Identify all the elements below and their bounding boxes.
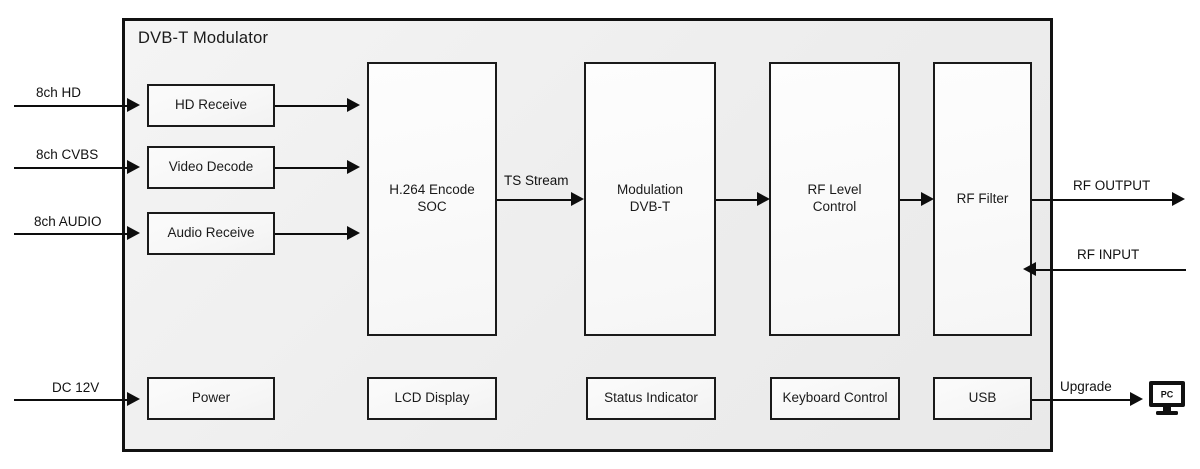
input-line-8ch-hd — [14, 105, 127, 107]
block-status-indicator[interactable]: Status Indicator — [586, 377, 716, 420]
block-rf-level-control[interactable]: RF Level Control — [769, 62, 900, 336]
pc-monitor-icon: PC — [1147, 380, 1187, 418]
link-arrow-usb-to-pc — [1130, 392, 1143, 406]
input-arrow-8ch-cvbs — [127, 160, 140, 174]
link-line-video-to-soc — [275, 167, 347, 169]
block-rf-filter[interactable]: RF Filter — [933, 62, 1032, 336]
input-label-8ch-audio: 8ch AUDIO — [34, 214, 102, 229]
block-hd-receive[interactable]: HD Receive — [147, 84, 275, 127]
output-label-rf-output: RF OUTPUT — [1073, 178, 1151, 193]
input-arrow-rf-input — [1023, 262, 1036, 276]
input-arrow-8ch-hd — [127, 98, 140, 112]
link-line-usb-to-pc — [1032, 399, 1130, 401]
output-label-rf-input: RF INPUT — [1077, 247, 1140, 262]
input-label-8ch-hd: 8ch HD — [36, 85, 82, 100]
input-line-rf-input — [1036, 269, 1186, 271]
link-arrow-soc-to-modulation — [571, 192, 584, 206]
chassis-title: DVB-T Modulator — [138, 29, 269, 47]
input-arrow-8ch-audio — [127, 226, 140, 240]
output-label-upgrade: Upgrade — [1060, 379, 1112, 394]
link-arrow-hd-to-soc — [347, 98, 360, 112]
output-arrow-rf-output — [1172, 192, 1185, 206]
link-line-modulation-to-rf-level — [716, 199, 757, 201]
output-line-rf-output — [1032, 199, 1172, 201]
block-keyboard-control[interactable]: Keyboard Control — [770, 377, 900, 420]
block-audio-receive[interactable]: Audio Receive — [147, 212, 275, 255]
block-video-decode[interactable]: Video Decode — [147, 146, 275, 189]
block-power[interactable]: Power — [147, 377, 275, 420]
input-line-8ch-cvbs — [14, 167, 127, 169]
link-arrow-modulation-to-rf-level — [757, 192, 770, 206]
signal-label-ts-stream: TS Stream — [504, 173, 569, 188]
link-arrow-rf-level-to-rf-filter — [921, 192, 934, 206]
input-arrow-dc-12v — [127, 392, 140, 406]
pc-icon-label: PC — [1161, 390, 1174, 400]
input-line-8ch-audio — [14, 233, 127, 235]
link-arrow-video-to-soc — [347, 160, 360, 174]
link-line-hd-to-soc — [275, 105, 347, 107]
link-arrow-audio-to-soc — [347, 226, 360, 240]
block-h264-encode-soc[interactable]: H.264 Encode SOC — [367, 62, 497, 336]
input-label-dc-12v: DC 12V — [52, 380, 100, 395]
input-line-dc-12v — [14, 399, 127, 401]
link-line-soc-to-modulation — [497, 199, 571, 201]
block-lcd-display[interactable]: LCD Display — [367, 377, 497, 420]
block-usb[interactable]: USB — [933, 377, 1032, 420]
input-label-8ch-cvbs: 8ch CVBS — [36, 147, 99, 162]
link-line-audio-to-soc — [275, 233, 347, 235]
block-modulation-dvbt[interactable]: Modulation DVB-T — [584, 62, 716, 336]
link-line-rf-level-to-rf-filter — [900, 199, 921, 201]
